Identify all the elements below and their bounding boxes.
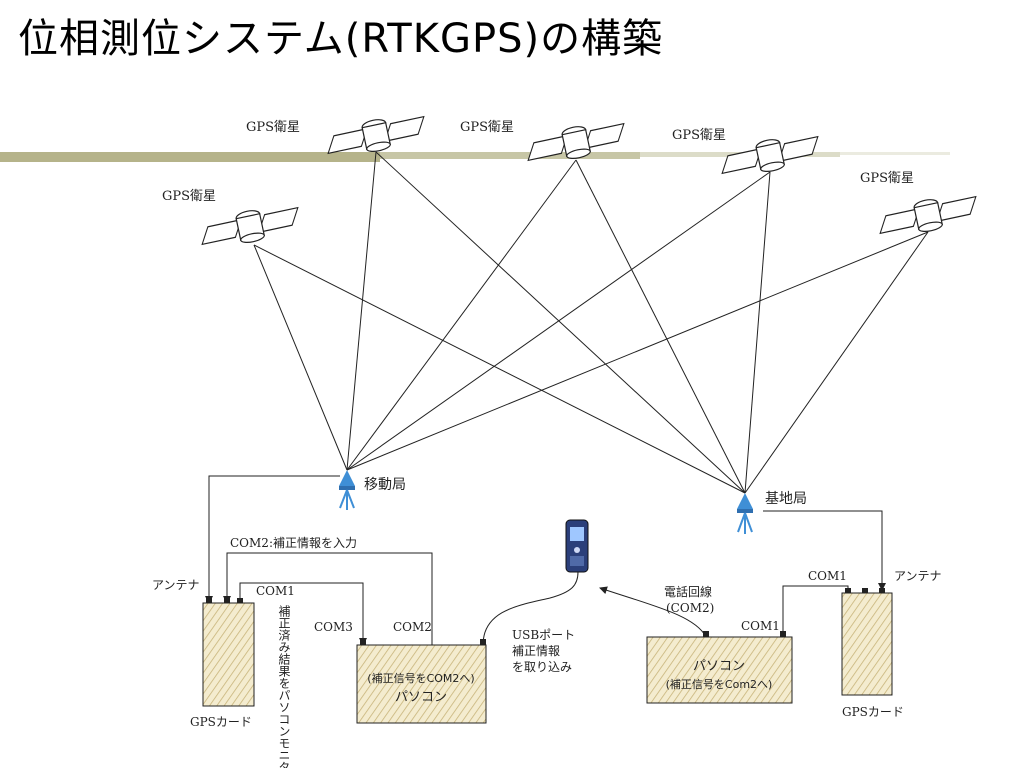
base-card-connector: [845, 588, 851, 593]
base-card-label: GPSカード: [842, 705, 904, 719]
base-phone-line: (COM2): [666, 601, 714, 615]
base-pc-port: [780, 631, 786, 637]
signal-lines: [253, 151, 929, 494]
rover-antenna-label: アンテナ: [152, 578, 200, 592]
rover-com2-input-label: COM2:補正情報を入力: [230, 536, 357, 550]
rover-station-label: 移動局: [364, 477, 406, 493]
base-pc-box: [646, 636, 793, 704]
gps-satellite-2: [527, 122, 625, 162]
rover-station-icon: [339, 470, 355, 510]
gps-satellite-3: [721, 135, 819, 175]
satellite-label: GPS衛星: [672, 128, 726, 143]
base-com1-pc-label: COM1: [741, 619, 780, 633]
signal-line: [346, 231, 929, 471]
signal-line: [744, 171, 771, 494]
base-card-connector: [879, 588, 885, 593]
signal-line: [253, 244, 348, 471]
rover-pc-port: [360, 639, 366, 645]
base-com1-top-label: COM1: [808, 569, 847, 583]
rover-card-connector: [206, 598, 212, 603]
gps-satellite-5: [201, 206, 299, 246]
usb-note-line: 補正情報: [512, 644, 560, 658]
rover-wiring: [205, 475, 579, 646]
base-phone-line: 電話回線: [664, 584, 712, 599]
rover-pc-line2: パソコン: [395, 690, 447, 705]
base-pc-line2: (補正信号をCom2へ): [666, 678, 773, 691]
base-card-connector: [862, 588, 868, 593]
base-pc-port: [703, 631, 709, 637]
base-pc-line1: パソコン: [693, 659, 745, 674]
mobile-phone-icon: [565, 519, 589, 573]
base-antenna-label: アンテナ: [894, 569, 942, 583]
signal-line: [346, 159, 577, 471]
signal-line: [375, 151, 746, 494]
satellite-label: GPS衛星: [162, 189, 216, 204]
usb-note-line: USBポート: [512, 628, 575, 642]
signal-line: [346, 171, 771, 471]
rover-pc-line1: (補正信号をCOM2へ): [367, 672, 474, 685]
signal-line: [253, 244, 746, 494]
gps-satellite-4: [879, 195, 977, 235]
base-station-label: 基地局: [765, 490, 807, 507]
signal-line: [744, 231, 929, 494]
rover-com1-label: COM1: [256, 584, 295, 598]
rover-pc-box: [356, 644, 487, 724]
signal-line: [346, 151, 377, 471]
satellite-label: GPS衛星: [460, 120, 514, 135]
rover-card-connector: [224, 598, 230, 603]
rover-pc-port: [480, 639, 486, 645]
rover-pc-com3: COM3: [314, 620, 353, 634]
gps-satellite-1: [327, 115, 425, 155]
base-station-icon: [737, 493, 753, 534]
rover-card-label: GPSカード: [190, 715, 252, 729]
slide-title: 位相測位システム(RTKGPS)の構築: [18, 16, 664, 62]
satellite-label: GPS衛星: [246, 120, 300, 135]
rover-vertical-note: 補正済み結果をパソコンモニターへ: [277, 605, 291, 768]
rover-pc-com2: COM2: [393, 620, 432, 634]
rover-gps-card: [202, 602, 255, 707]
usb-note-line: を取り込み: [512, 660, 572, 674]
base-gps-card: [841, 592, 893, 696]
rover-card-connector: [237, 598, 243, 603]
satellite-label: GPS衛星: [860, 171, 914, 186]
signal-line: [575, 159, 746, 494]
